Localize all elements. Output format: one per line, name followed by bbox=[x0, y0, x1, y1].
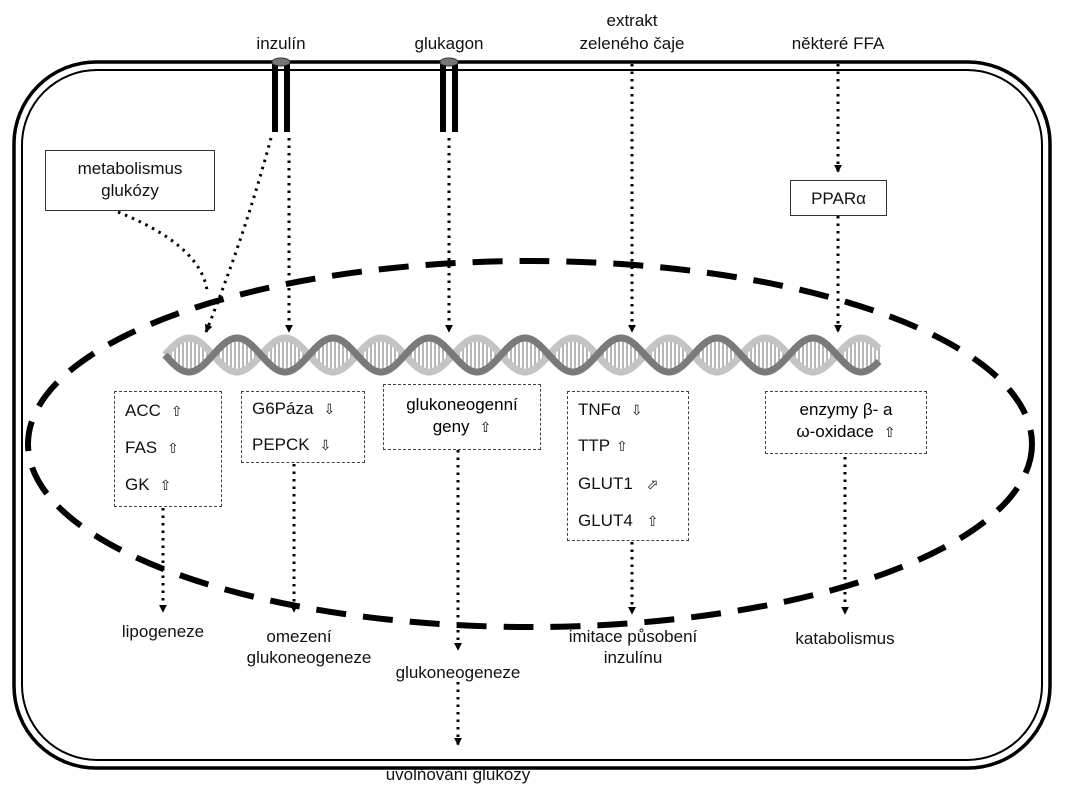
gene-row-glut4: GLUT4⇧ bbox=[578, 511, 659, 530]
dna-helix bbox=[162, 334, 882, 376]
insulin-mimic-line1: imitace působení bbox=[568, 627, 698, 646]
gene-row-acc: ACC⇧ bbox=[125, 401, 183, 420]
insulin-receptor-ligand bbox=[271, 57, 291, 67]
gluconeogenesis-label: glukoneogeneze bbox=[395, 663, 521, 682]
catabolism-label: katabolismus bbox=[795, 629, 895, 648]
gene-row-glut1: GLUT1⬀ bbox=[578, 474, 659, 493]
dna-strand-front bbox=[162, 334, 882, 376]
oxidation-enzymes-box: enzymy β- a ω-oxidace⇧ bbox=[765, 391, 927, 454]
gene-row-ttp: TTP⇧ bbox=[578, 436, 628, 455]
glucose-release-label: uvolňování glukózy bbox=[385, 765, 531, 784]
down-arrow-icon: ⇩ bbox=[319, 437, 332, 453]
glucagon-label: glukagon bbox=[414, 34, 484, 53]
glucagon-receptor bbox=[439, 57, 459, 132]
up-arrow-icon: ⇧ bbox=[883, 424, 896, 440]
gene-row-fas: FAS⇧ bbox=[125, 438, 179, 457]
up-arrow-icon: ⇧ bbox=[170, 403, 183, 419]
insulin-label: inzulín bbox=[256, 34, 306, 53]
green-tea-label-line1: extrakt bbox=[606, 11, 658, 30]
green-tea-label-line2: zeleného čaje bbox=[579, 34, 685, 53]
up-arrow-icon: ⇧ bbox=[479, 419, 492, 435]
lipogenic-genes-box: ACC⇧ FAS⇧ GK⇧ bbox=[114, 391, 222, 507]
cell-membrane-inner bbox=[21, 69, 1043, 761]
cell-membrane-outer bbox=[12, 60, 1052, 770]
gene-row-pepck: PEPCK⇩ bbox=[252, 435, 332, 454]
gluconeogenic-genes-line2: geny⇧ bbox=[432, 417, 492, 436]
down-arrow-icon: ⇩ bbox=[323, 401, 336, 417]
up-arrow-icon: ⇧ bbox=[167, 440, 179, 456]
diagonal-arrow-icon: ⬀ bbox=[646, 476, 659, 492]
oxidation-enzymes-line1: enzymy β- a bbox=[799, 400, 893, 419]
limited-gluconeogenesis-line2: glukoneogeneze bbox=[246, 648, 372, 667]
down-arrow-icon: ⇩ bbox=[630, 402, 643, 418]
insulin-mimetic-genes-box: TNFα⇩ TTP⇧ GLUT1⬀ GLUT4⇧ bbox=[567, 391, 689, 541]
glucose-metabolism-box: metabolismus glukózy bbox=[45, 150, 215, 211]
g6pase-pepck-box: G6Páza⇩ PEPCK⇩ bbox=[241, 391, 365, 463]
ppara-label: PPARα bbox=[811, 189, 866, 208]
oxidation-enzymes-line2: ω-oxidace⇧ bbox=[796, 422, 896, 441]
arrow-insulin-to-lipogenic-genes bbox=[204, 137, 273, 333]
ffa-label: některé FFA bbox=[791, 34, 885, 53]
up-arrow-icon: ⇧ bbox=[646, 513, 659, 529]
gene-row-g6pase: G6Páza⇩ bbox=[252, 399, 336, 418]
gene-row-gk: GK⇧ bbox=[125, 475, 172, 494]
arrow-glucose-metabolism-to-genes bbox=[117, 210, 209, 291]
glucagon-receptor-ligand bbox=[439, 57, 459, 67]
nucleus-envelope bbox=[25, 258, 1035, 630]
glucose-metabolism-line1: metabolismus bbox=[77, 159, 183, 178]
gene-row-tnfa: TNFα⇩ bbox=[578, 400, 643, 419]
up-arrow-icon: ⇧ bbox=[159, 477, 172, 493]
limited-gluconeogenesis-line1: omezení bbox=[266, 627, 332, 646]
insulin-receptor bbox=[271, 57, 291, 132]
glucose-metabolism-line2: glukózy bbox=[101, 181, 159, 200]
up-arrow-icon: ⇧ bbox=[616, 438, 628, 454]
insulin-mimic-line2: inzulínu bbox=[603, 648, 663, 667]
dna-strand-back bbox=[162, 334, 882, 376]
ppara-box: PPARα bbox=[790, 180, 887, 216]
lipogenesis-label: lipogeneze bbox=[121, 622, 205, 641]
gluconeogenic-genes-box: glukoneogenní geny⇧ bbox=[383, 384, 541, 450]
gluconeogenic-genes-line1: glukoneogenní bbox=[406, 395, 518, 414]
